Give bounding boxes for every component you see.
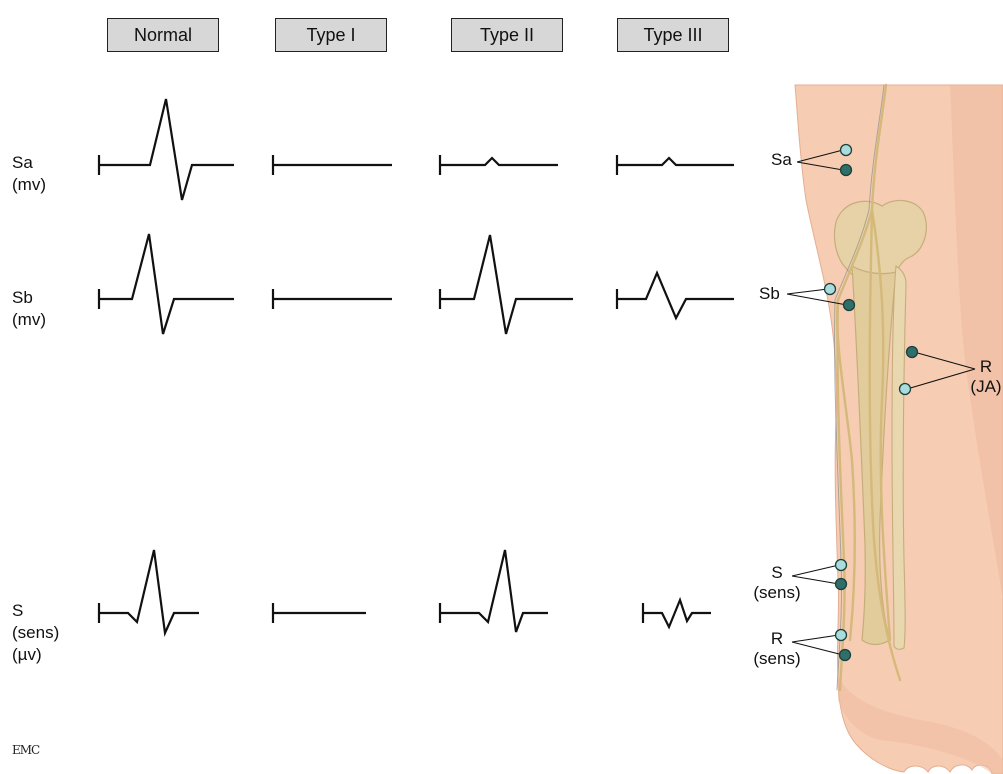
waveform-s-type-i: [273, 603, 366, 623]
leg-label-r-ja-line2: (JA): [968, 377, 1003, 397]
waveform-sa-type-iii: [617, 155, 734, 175]
leg-illustration: [787, 85, 1003, 774]
electrode-s-sens-active: [836, 560, 847, 571]
waveform-s-type-iii: [643, 600, 711, 627]
waveform-sb-normal: [99, 234, 234, 334]
leg-label-r-sens-line1: R: [746, 629, 808, 649]
electrode-r-sens-active: [836, 630, 847, 641]
electrode-sb-ref: [844, 300, 855, 311]
leg-label-s-sens-line1: S: [746, 563, 808, 583]
electrode-sb-active: [825, 284, 836, 295]
waveform-sb-type-ii: [440, 235, 573, 334]
electrode-sa-active: [841, 145, 852, 156]
leg-label-sa: Sa: [771, 150, 792, 170]
waveforms: [99, 99, 734, 633]
leg-label-r-sens: R (sens): [746, 629, 808, 669]
leg-label-r-sens-line2: (sens): [746, 649, 808, 669]
leg-label-r-ja-line1: R: [968, 357, 1003, 377]
waveform-s-type-ii: [440, 550, 548, 632]
leg-label-s-sens-line2: (sens): [746, 583, 808, 603]
waveform-sb-type-i: [273, 289, 392, 309]
publisher-logo: EMC: [12, 743, 39, 757]
leg-label-sb: Sb: [759, 284, 780, 304]
leg-label-r-ja: R (JA): [968, 357, 1003, 397]
leg-label-s-sens: S (sens): [746, 563, 808, 603]
waveform-sb-type-iii: [617, 273, 734, 318]
waveform-s-normal: [99, 550, 199, 633]
electrode-s-sens-ref: [836, 579, 847, 590]
waveform-sa-type-ii: [440, 155, 558, 175]
electrode-r-ja-light: [900, 384, 911, 395]
electrode-sa-ref: [841, 165, 852, 176]
electrode-r-sens-ref: [840, 650, 851, 661]
waveform-sa-type-i: [273, 155, 392, 175]
waveform-sa-normal: [99, 99, 234, 200]
electrode-r-ja-dark: [907, 347, 918, 358]
